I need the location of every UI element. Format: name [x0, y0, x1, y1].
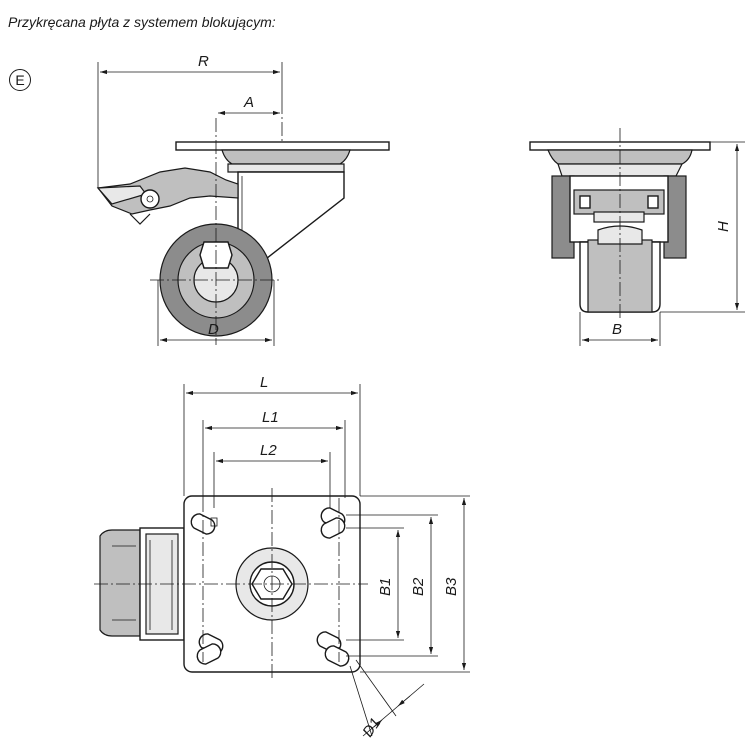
dim-h-label: H [715, 221, 732, 232]
side-view: R A D [96, 53, 390, 346]
dim-l-label: L [260, 374, 268, 391]
side-swivel-head [221, 149, 351, 165]
dim-b3-label: B3 [443, 577, 460, 596]
side-brake-lever [96, 167, 239, 215]
top-slot-bottom-right [316, 631, 350, 667]
dim-d-label: D [208, 321, 219, 338]
dim-b1-label: B1 [377, 578, 394, 596]
dim-b2-label: B2 [410, 577, 427, 596]
dim-r-label: R [198, 53, 209, 70]
dim-l2-label: L2 [260, 442, 277, 459]
front-view: H B [529, 128, 745, 346]
variant-label: E [9, 69, 31, 91]
dim-l1-label: L1 [262, 409, 279, 426]
side-top-plate [175, 141, 390, 151]
dim-d1-label: D1 [359, 715, 384, 740]
dim-b-label: B [612, 321, 622, 338]
top-view: L L1 L2 B1 B2 B3 D1 [94, 374, 470, 740]
dim-a-label: A [243, 94, 254, 111]
drawing-caption: Przykręcana płyta z systemem blokującym: [8, 14, 276, 30]
